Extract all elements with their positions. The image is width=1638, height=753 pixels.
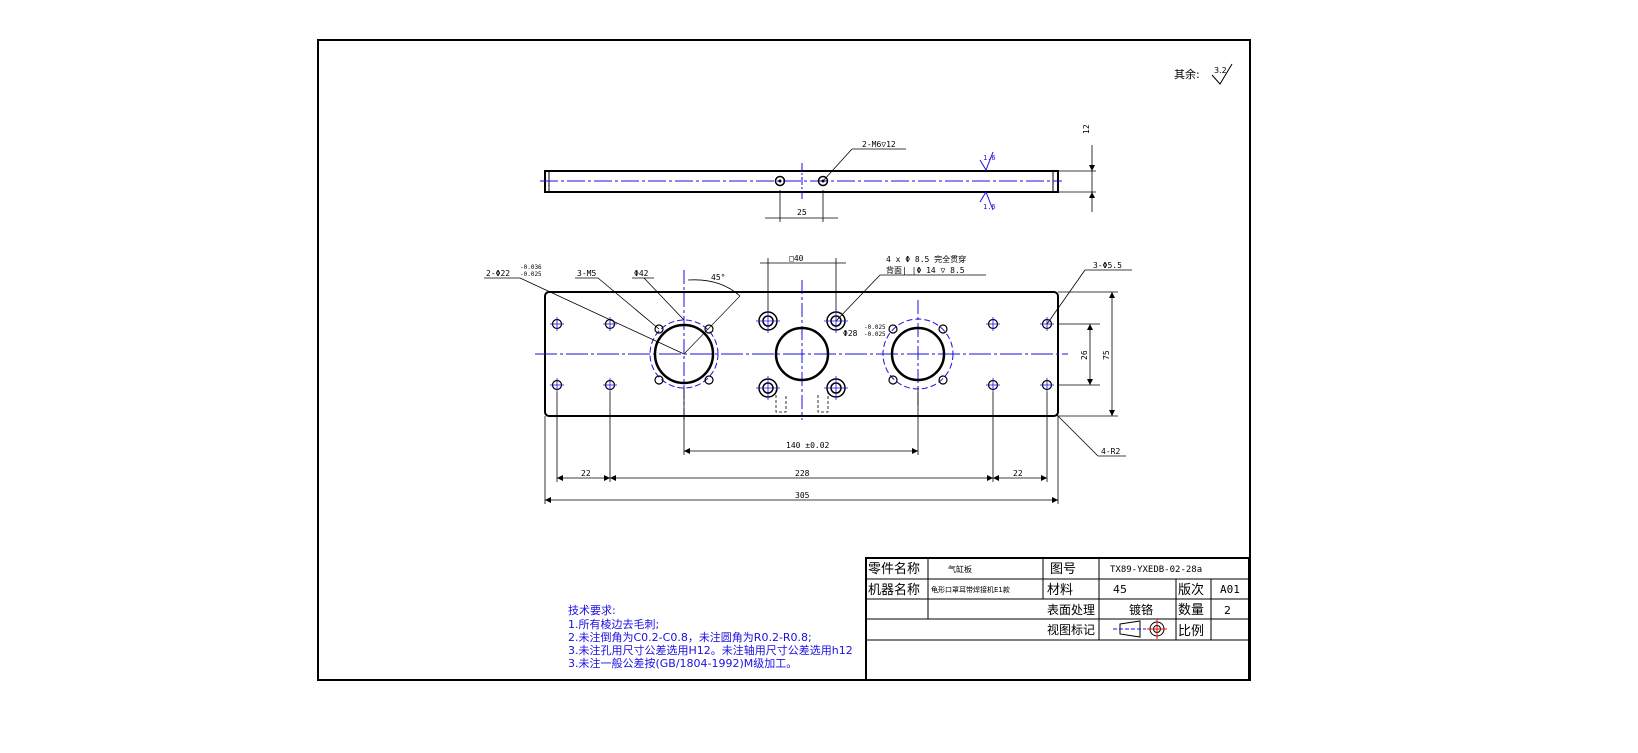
surface-treatment-value: 镀铬 <box>1129 602 1153 617</box>
projection-symbol-icon <box>1113 619 1167 639</box>
material-label: 材料 <box>1047 583 1073 598</box>
scale-label: 比例 <box>1178 624 1204 639</box>
center-bore-callout: Φ28 <box>843 329 858 338</box>
through-hole-callout: 4 x Φ 8.5 完全贯穿 <box>886 254 966 264</box>
roughness-top-value: 1.6 <box>983 154 996 162</box>
notes-title: 技术要求: <box>568 604 616 617</box>
quantity-value: 2 <box>1224 604 1231 617</box>
drawing-no-value: TX89-YXEDB-02-28a <box>1110 565 1202 575</box>
side-dim-thickness: 12 <box>1082 124 1091 134</box>
cylinder-bore-left <box>649 319 719 389</box>
roughness-top-icon <box>979 151 994 172</box>
m5-thread-holes <box>654 324 948 385</box>
part-name-value: 气缸板 <box>948 564 972 574</box>
bore-tol-lower: -0.025 <box>520 271 542 278</box>
drawing-no-label: 图号 <box>1050 562 1076 577</box>
surface-roughness-note: 其余: 3.2 <box>1174 63 1233 85</box>
technical-notes: 技术要求: 1.所有棱边去毛刺; 2.未注倒角为C0.2-C0.8，未注圆角为R… <box>568 604 853 670</box>
roughness-symbol-icon <box>1211 63 1233 85</box>
counterbore-callout: 背面|_|Φ 14 ▽ 8.5 <box>886 265 965 275</box>
dim-mid: 228 <box>795 469 810 478</box>
m5-callout: 3-M5 <box>577 269 596 278</box>
title-block-text: 零件名称 气缸板 图号 TX89-YXEDB-02-28a 机器名称 龟形口罩耳… <box>868 561 1240 639</box>
radius-callout: 4-R2 <box>1101 447 1120 456</box>
machine-name-value: 龟形口罩耳带焊接机E1款 <box>931 585 1010 594</box>
dim-length: 305 <box>795 491 810 500</box>
machine-name-label: 机器名称 <box>868 582 920 598</box>
center-tol-lower: -0.025 <box>864 331 886 338</box>
center-tol-upper: -0.025 <box>864 324 886 331</box>
center-bore <box>774 326 830 382</box>
pcd-callout: Φ42 <box>634 269 649 278</box>
note-line-3: 3.未注孔用尺寸公差选用H12。未注轴用尺寸公差选用h12 <box>568 643 853 657</box>
plan-view: 2-Φ22 -0.036 -0.025 3-M5 Φ42 45° □40 4 x… <box>484 254 1132 504</box>
roughness-value: 3.2 <box>1214 66 1227 75</box>
dim-height-inner: 26 <box>1080 350 1089 360</box>
view-mark-label: 视图标记 <box>1047 622 1095 637</box>
angle-callout: 45° <box>711 273 725 282</box>
version-label: 版次 <box>1178 582 1204 598</box>
roughness-bottom-icon <box>979 190 994 211</box>
bore-callout: 2-Φ22 <box>486 269 510 278</box>
version-value: A01 <box>1220 583 1240 596</box>
drawing-border <box>317 39 1251 681</box>
dim-right: 22 <box>1013 469 1023 478</box>
side-view-thread-hole-left <box>774 175 786 187</box>
dim-height: 75 <box>1102 350 1111 360</box>
material-value: 45 <box>1113 583 1127 596</box>
roughness-label: 其余: <box>1174 67 1200 81</box>
note-line-1: 1.所有棱边去毛刺; <box>568 617 659 631</box>
dim-left: 22 <box>581 469 591 478</box>
note-line-2: 2.未注倒角为C0.2-C0.8，未注圆角为R0.2-R0.8; <box>568 630 812 644</box>
quantity-label: 数量 <box>1178 603 1204 618</box>
dim-pitch: 140 ±0.02 <box>786 441 830 450</box>
note-line-4: 3.未注一般公差按(GB/1804-1992)M级加工。 <box>568 656 797 670</box>
side-thread-callout: 2-M6▽12 <box>862 140 896 149</box>
roughness-bottom-value: 1.6 <box>983 203 996 211</box>
surface-treatment-label: 表面处理 <box>1047 603 1095 617</box>
square-callout: □40 <box>789 254 804 263</box>
bore-tol-upper: -0.036 <box>520 264 542 271</box>
part-name-label: 零件名称 <box>868 561 920 577</box>
small-holes-callout: 3-Φ5.5 <box>1093 261 1122 270</box>
side-view: 2-M6▽12 25 12 1.6 1.6 <box>540 124 1096 222</box>
side-dim-spacing: 25 <box>797 208 807 217</box>
title-block <box>865 557 1250 681</box>
air-port-slots <box>775 390 829 413</box>
